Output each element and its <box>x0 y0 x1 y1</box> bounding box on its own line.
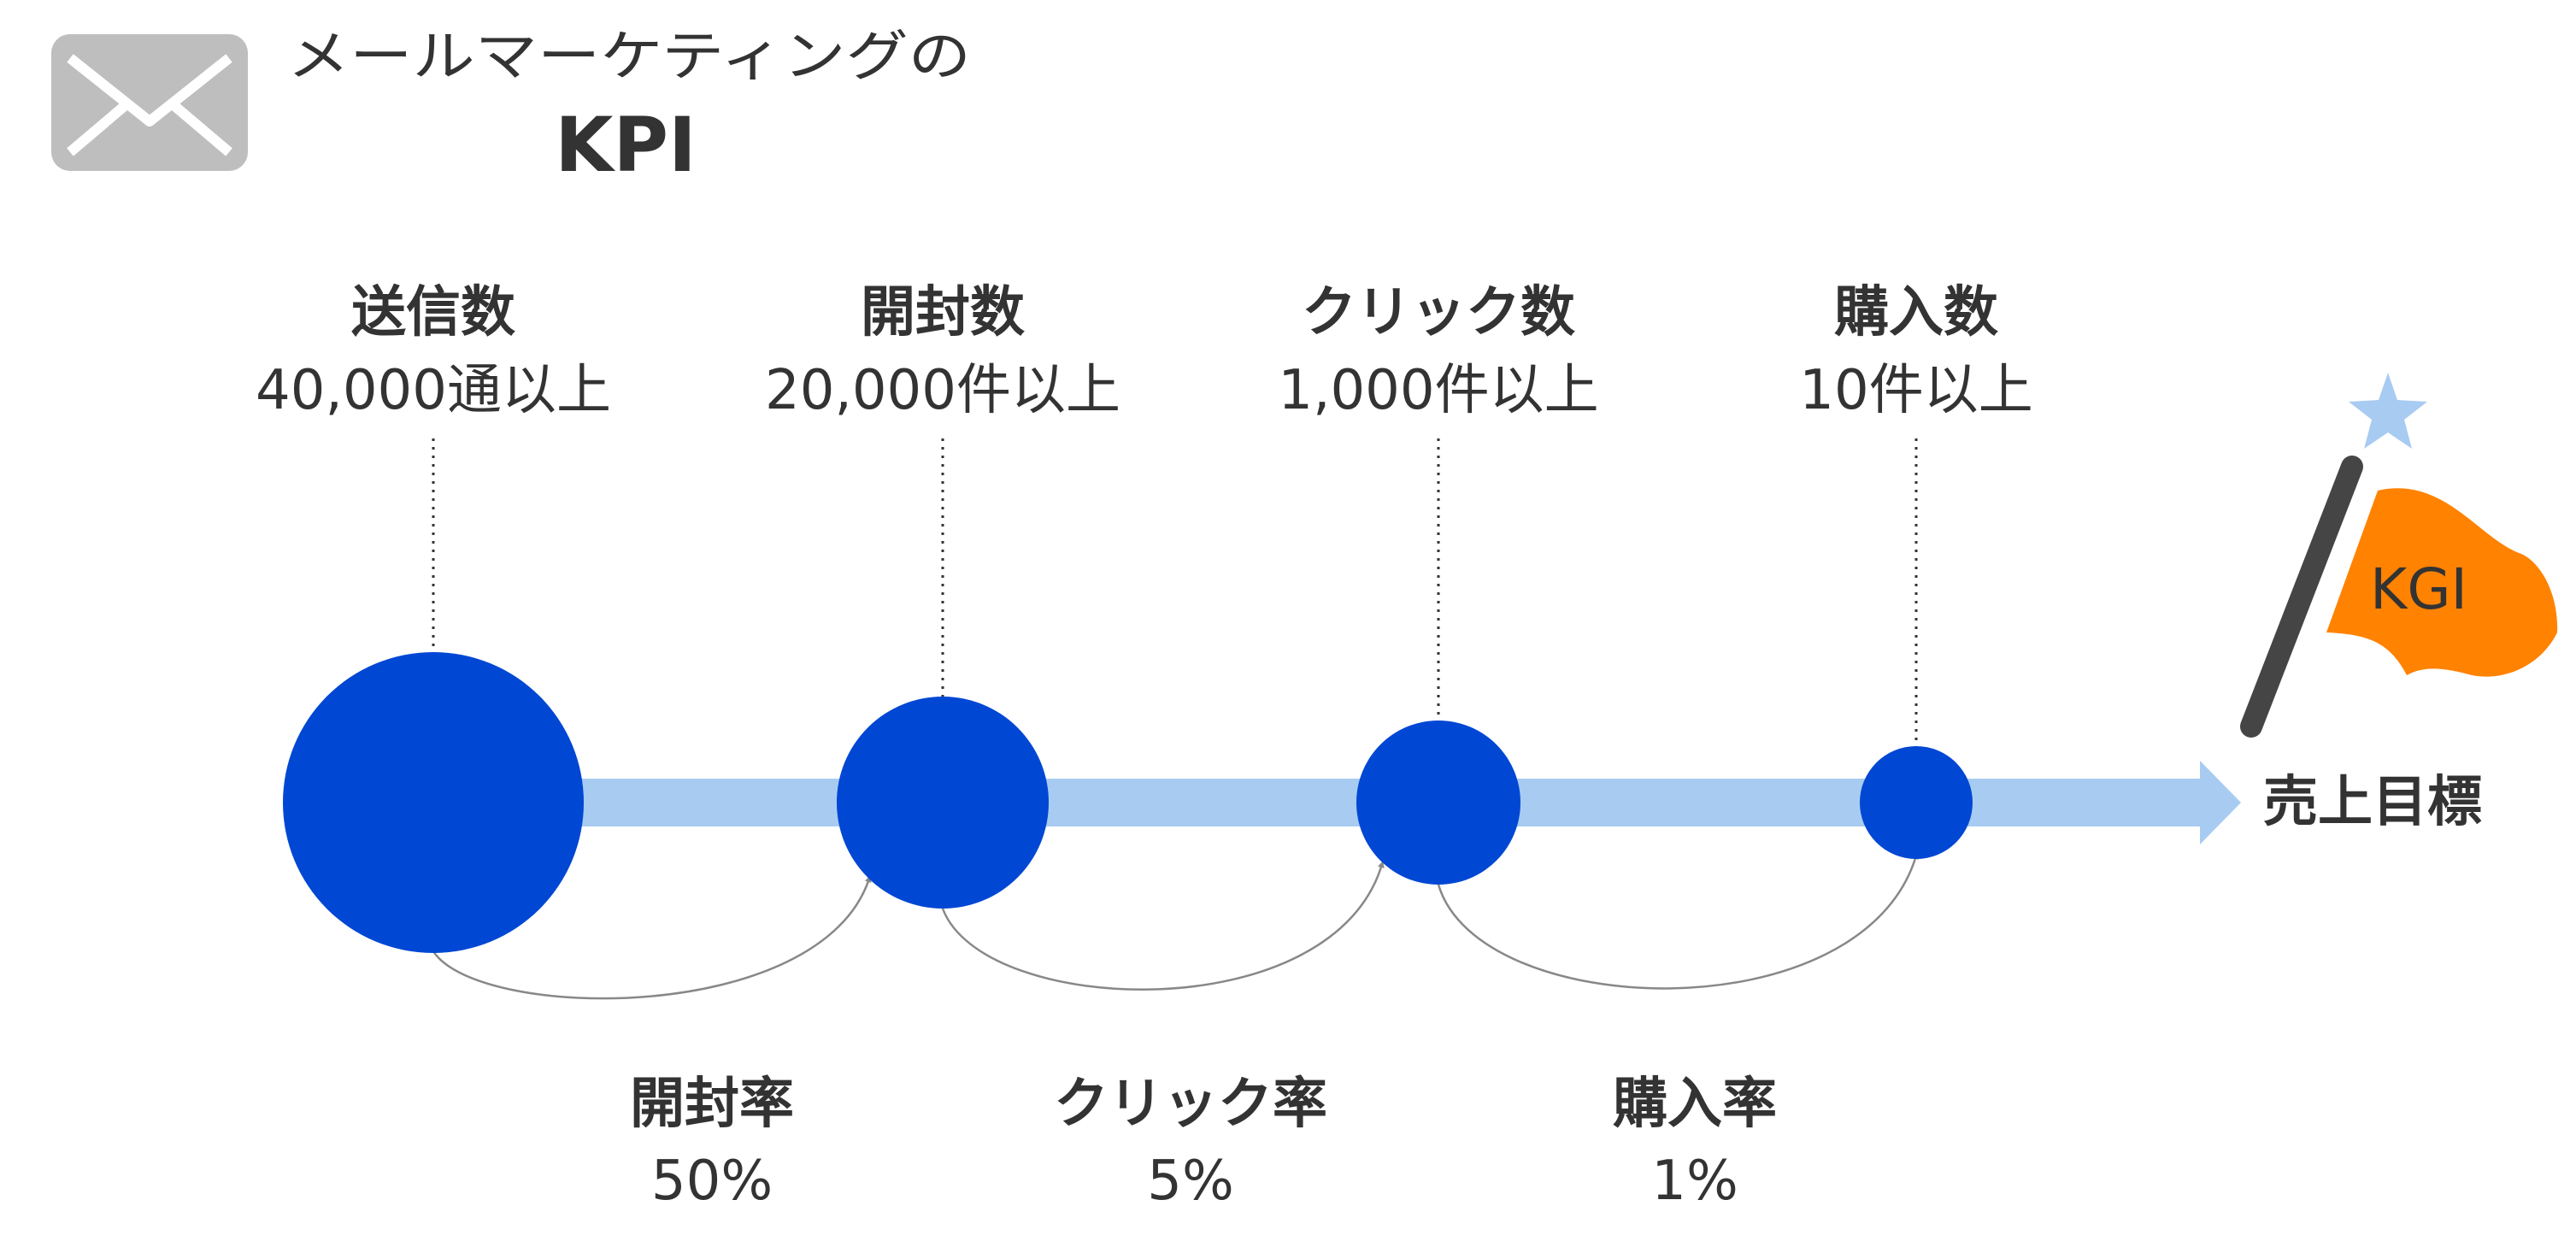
stage-name-2: 開封数 <box>861 281 1025 344</box>
conversion-arc-1 <box>432 875 872 1000</box>
header-subtitle: メールマーケティングの <box>287 26 971 89</box>
flag-text: KGI <box>2370 556 2467 622</box>
rate-name-1: 開封率 <box>630 1073 794 1136</box>
stage-value-1: 40,000通以上 <box>256 359 611 422</box>
stage-name-4: 購入数 <box>1834 281 1998 344</box>
envelope-fold-left <box>67 100 130 156</box>
stage-value-2: 20,000件以上 <box>765 359 1120 422</box>
stage-name-1: 送信数 <box>351 281 515 344</box>
stage-circle-clicks <box>1356 721 1520 885</box>
rate-name-2: クリック率 <box>1054 1073 1327 1136</box>
envelope-flap <box>67 54 232 126</box>
header-title: KPI <box>555 101 696 189</box>
stage-circle-sent <box>283 652 584 953</box>
envelope-fold-right <box>169 100 232 156</box>
conversion-arc-2 <box>941 861 1385 991</box>
star-icon <box>2349 373 2427 449</box>
rate-value-2: 5% <box>1147 1150 1234 1213</box>
stage-value-4: 10件以上 <box>1799 359 2032 422</box>
goal-label: 売上目標 <box>2263 771 2482 834</box>
rate-value-3: 1% <box>1651 1150 1738 1213</box>
flag-icon: KGI <box>2240 456 2558 738</box>
timeline-arrowhead <box>2200 761 2241 844</box>
mail-envelope-icon <box>51 34 248 171</box>
stage-circle-opened <box>837 697 1049 909</box>
envelope-body <box>51 34 248 171</box>
flag-pole <box>2240 456 2363 738</box>
rate-value-1: 50% <box>651 1150 773 1213</box>
stage-circle-purchases <box>1860 746 1973 859</box>
stage-value-3: 1,000件以上 <box>1278 359 1598 422</box>
stage-name-3: クリック数 <box>1302 281 1575 344</box>
rate-name-3: 購入率 <box>1613 1073 1777 1136</box>
flag-cloth <box>2326 488 2558 677</box>
conversion-arc-3 <box>1437 852 1919 990</box>
